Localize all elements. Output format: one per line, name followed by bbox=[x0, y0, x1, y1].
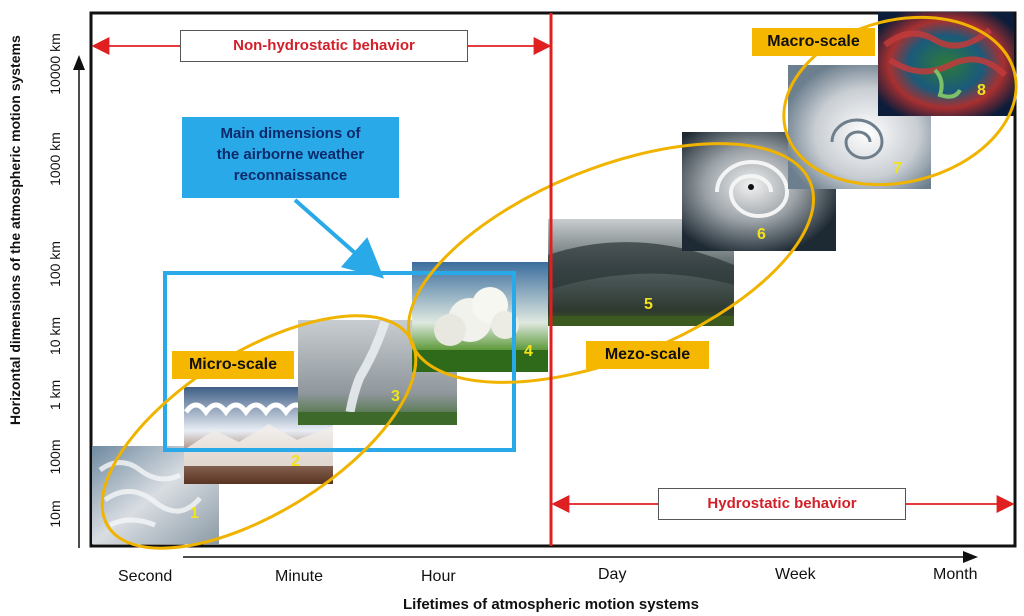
photo-label-5: 5 bbox=[644, 296, 653, 314]
photo-label-8: 8 bbox=[977, 82, 986, 100]
photo-label-6: 6 bbox=[757, 226, 766, 244]
photo-label-4: 4 bbox=[524, 343, 533, 361]
y-axis-title: Horizontal dimensions of the atmospheric… bbox=[7, 135, 27, 425]
callout-line-1: Main dimensions of bbox=[182, 123, 399, 144]
recon-callout: Main dimensions of the airborne weather … bbox=[182, 117, 399, 198]
photo-label-3: 3 bbox=[391, 388, 400, 406]
planetary-wave-map-photo bbox=[878, 12, 1014, 116]
callout-line-2: the airborne weather bbox=[182, 144, 399, 165]
y-tick-10000km: 10000 km bbox=[47, 26, 65, 102]
mezo-scale-label: Mezo-scale bbox=[586, 341, 709, 369]
x-tick-week: Week bbox=[775, 566, 816, 584]
macro-scale-label: Macro-scale bbox=[752, 28, 875, 56]
photo-label-2: 2 bbox=[291, 453, 300, 471]
y-tick-100km: 100 km bbox=[47, 226, 65, 302]
x-tick-minute: Minute bbox=[275, 568, 323, 586]
x-tick-day: Day bbox=[598, 566, 626, 584]
hydrostatic-label: Hydrostatic behavior bbox=[658, 488, 906, 520]
micro-scale-label: Micro-scale bbox=[172, 351, 294, 379]
x-tick-hour: Hour bbox=[421, 568, 456, 586]
non-hydrostatic-label: Non-hydrostatic behavior bbox=[180, 30, 468, 62]
x-axis-title: Lifetimes of atmospheric motion systems bbox=[403, 596, 699, 613]
photo-label-1: 1 bbox=[190, 505, 199, 523]
y-tick-10km: 10 km bbox=[47, 298, 65, 374]
callout-line-3: reconnaissance bbox=[182, 165, 399, 186]
x-tick-month: Month bbox=[933, 566, 977, 584]
y-tick-1000km: 1000 km bbox=[47, 121, 65, 197]
x-tick-second: Second bbox=[118, 568, 172, 586]
photo-label-7: 7 bbox=[893, 160, 902, 178]
